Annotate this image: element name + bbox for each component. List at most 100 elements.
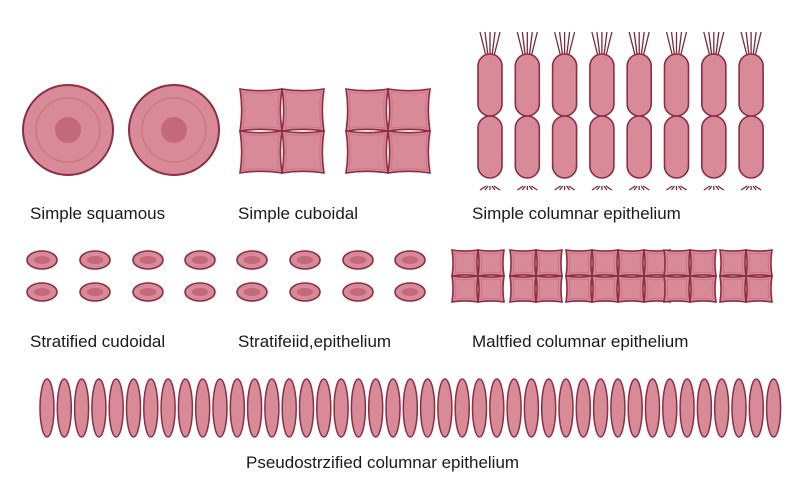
cilium — [670, 185, 676, 191]
cuboidal-cell — [239, 130, 283, 174]
stratified-epithelium-cells — [236, 250, 426, 302]
maltfied-cell-inner — [692, 252, 714, 274]
pseudostratified-cell — [229, 378, 246, 438]
columnar-cell-upper — [514, 53, 541, 117]
columnar-cell-lower — [626, 115, 653, 179]
stratified-nucleus — [86, 255, 104, 265]
columnar-cell-lower — [738, 115, 764, 179]
maltfied-cell — [477, 275, 505, 303]
stratified-nucleus — [33, 287, 51, 297]
cilium — [754, 185, 762, 191]
pseudostratified-cell — [748, 378, 765, 438]
cilium — [717, 185, 725, 191]
pseudostratified-cell — [56, 378, 73, 438]
maltfied-cell-inner — [722, 252, 744, 274]
pseudostratified-cell — [246, 378, 263, 438]
cuboidal-cell — [281, 88, 325, 132]
maltfied-cell-inner — [666, 278, 688, 300]
cilium — [715, 185, 720, 191]
label-stratified-cuboidal: Stratified cudoidal — [30, 332, 166, 351]
cilium — [521, 31, 526, 57]
cilium — [642, 31, 650, 57]
cilium — [666, 185, 673, 191]
columnar-cell-lower — [551, 115, 578, 179]
cilium — [752, 185, 757, 191]
pseudostratified-cell — [489, 378, 505, 438]
maltfied-cell-inner — [748, 278, 770, 300]
columnar-cell-lower — [514, 115, 541, 179]
maltfied-cell-inner — [620, 252, 642, 274]
cuboidal-cell-inner — [348, 91, 386, 129]
cilium — [605, 31, 613, 57]
squamous-nucleus — [161, 117, 187, 143]
maltfied-cell-inner — [480, 252, 502, 274]
squamous-cell-ring — [35, 97, 101, 163]
cuboidal-cell — [281, 130, 325, 174]
cilium — [493, 185, 501, 191]
pseudostratified-cell — [108, 378, 124, 438]
simple-squamous-cells — [22, 84, 220, 176]
pseudostratified-cell — [610, 378, 626, 438]
cilium — [628, 185, 636, 191]
pseudostratified-cell — [143, 378, 159, 438]
stratified-nucleus — [401, 287, 419, 297]
pseudostratified-cell — [558, 378, 574, 438]
label-simple-squamous: Simple squamous — [30, 204, 166, 223]
cilium — [484, 185, 489, 191]
cuboidal-cell — [387, 88, 431, 132]
stratified-nucleus — [296, 255, 314, 265]
maltfied-cell-inner — [692, 278, 714, 300]
pseudostratified-cell — [419, 378, 436, 438]
columnar-cell-upper — [477, 53, 503, 117]
pseudostratified-cell — [437, 378, 453, 438]
cilium — [484, 31, 489, 57]
cilium — [715, 31, 720, 57]
cilium — [565, 31, 571, 57]
maltfied-cell-inner — [568, 252, 590, 274]
pseudostratified-cell — [627, 378, 643, 438]
pseudostratified-cell — [644, 378, 661, 438]
columnar-cell-upper — [738, 53, 764, 117]
cilium — [491, 31, 496, 57]
cuboidal-cell-inner — [390, 133, 428, 171]
cilium — [740, 31, 748, 57]
maltfied-cell-inner — [538, 278, 560, 300]
stratified-nucleus — [191, 255, 209, 265]
cilium — [516, 31, 524, 57]
cilium — [479, 185, 487, 191]
cilium — [493, 31, 501, 57]
pseudostratified-cell — [160, 378, 176, 438]
pseudostratified-cell — [39, 378, 55, 438]
cilium — [628, 31, 636, 57]
cilium — [633, 31, 638, 57]
simple-cuboidal-block-left — [239, 88, 325, 174]
columnar-cell-upper — [551, 53, 578, 117]
columnar-cell-upper — [626, 53, 653, 117]
cuboidal-cell-inner — [242, 91, 280, 129]
cilium — [530, 185, 538, 191]
pseudostratified-cell — [385, 378, 401, 438]
cilium — [558, 31, 564, 57]
stratified-cuboidal-cells — [26, 250, 216, 302]
maltfied-cell-inner — [594, 252, 616, 274]
columnar-cell-lower — [700, 115, 727, 179]
stratified-nucleus — [243, 287, 261, 297]
maltfied-columnar-block-4 — [663, 249, 717, 303]
cilium — [740, 185, 748, 191]
maltfied-columnar-block-1 — [451, 249, 505, 303]
cilium — [677, 31, 683, 57]
cilium — [633, 185, 638, 191]
maltfied-cell-inner — [666, 252, 688, 274]
cilium — [670, 31, 676, 57]
maltfied-cell-inner — [594, 278, 616, 300]
cilium — [553, 31, 562, 57]
cuboidal-cell — [345, 88, 389, 132]
pseudostratified-cell — [367, 378, 384, 438]
pseudostratified-cell — [194, 378, 211, 438]
pseudostratified-cell — [402, 378, 419, 438]
maltfied-cell-inner — [512, 252, 534, 274]
pseudostratified-cell — [765, 378, 782, 438]
label-stratified-epithelium: Stratifeiid,epithelium — [238, 332, 392, 351]
pseudostratified-cell — [454, 378, 470, 438]
stratified-nucleus — [139, 255, 157, 265]
